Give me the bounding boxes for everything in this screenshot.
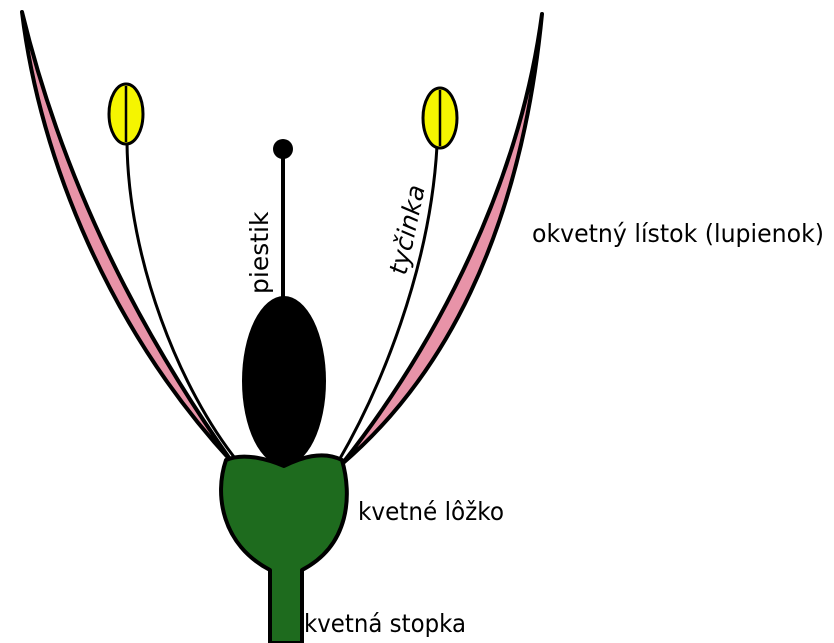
receptacle-label: kvetné lôžko [358,497,504,526]
pistil-label: piestik [245,211,274,294]
left-petal [22,12,232,462]
petal-label: okvetný lístok (lupienok) [532,219,824,248]
pistil-stigma [273,139,293,159]
left-anther [109,84,143,144]
pistil-ovary [242,296,326,466]
stamen-label: tyčinka [384,182,431,277]
right-anther [423,88,457,148]
stalk-label: kvetná stopka [304,609,466,638]
left-stamen-filament [127,142,238,462]
pistil [242,139,326,466]
